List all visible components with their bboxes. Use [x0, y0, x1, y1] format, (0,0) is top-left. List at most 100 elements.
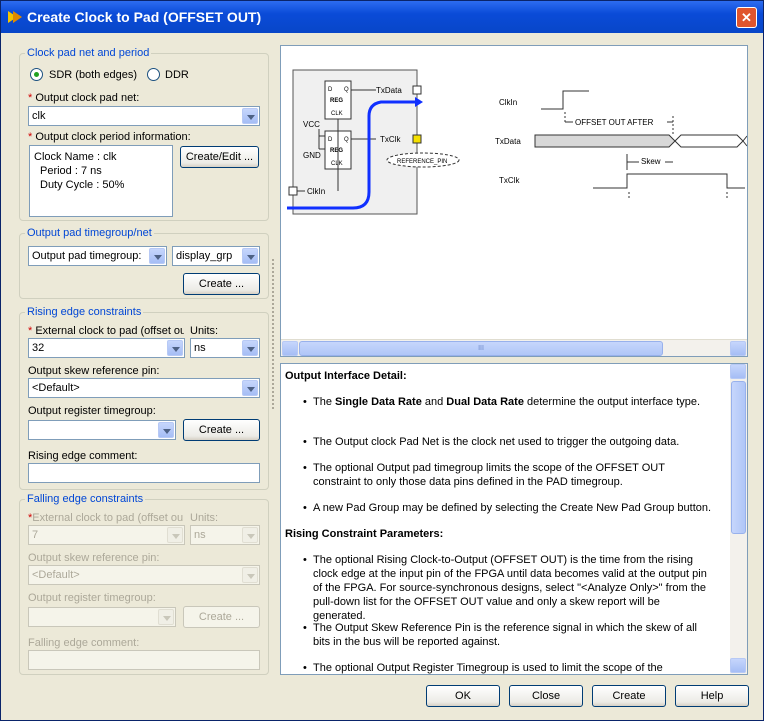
help-scroll-thumb[interactable]	[731, 381, 746, 534]
close-icon[interactable]: ✕	[736, 7, 757, 28]
rising-reg-label: Output register timegroup:	[28, 405, 156, 417]
reg2-clk: CLK	[331, 161, 343, 167]
reg1-d: D	[328, 87, 333, 93]
reg2-q: Q	[344, 137, 349, 143]
ddr-radio[interactable]	[147, 68, 160, 81]
chevron-down-icon[interactable]	[242, 108, 258, 124]
period-label-text: Output clock period information:	[35, 131, 191, 143]
create-edit-button[interactable]: Create/Edit ...	[180, 146, 259, 168]
chevron-down-icon[interactable]	[149, 248, 165, 264]
chevron-down-icon[interactable]	[242, 380, 258, 396]
reg2-label: REG	[330, 148, 343, 154]
reg1-clk: CLK	[331, 111, 343, 117]
window-title: Create Clock to Pad (OFFSET OUT)	[27, 9, 262, 25]
period-label: * Output clock period information:	[28, 131, 191, 143]
reg1-q: Q	[344, 87, 349, 93]
falling-reg-label: Output register timegroup:	[28, 592, 156, 604]
close-button[interactable]: Close	[509, 685, 583, 707]
clock-pad-group: Clock pad net and period SDR (both edges…	[19, 47, 269, 221]
period-line: Clock Name : clk	[34, 151, 117, 163]
help-bullet: The Output clock Pad Net is the clock ne…	[303, 435, 713, 449]
pad-type-combo[interactable]: Output pad timegroup:	[28, 246, 167, 266]
diagram-scroll-thumb[interactable]: III	[299, 341, 663, 356]
help-heading-output: Output Interface Detail:	[285, 370, 407, 382]
txclk-pad	[412, 134, 422, 144]
scroll-left-icon[interactable]	[282, 341, 298, 356]
reference-pin-label: REFERENCE_PIN	[397, 159, 447, 165]
help-bullet: The optional Rising Clock-to-Output (OFF…	[303, 553, 713, 623]
help-bullet: The optional Output pad timegroup limits…	[303, 461, 713, 489]
falling-skew-value: <Default>	[32, 569, 80, 581]
rising-comment-input[interactable]	[28, 463, 260, 483]
falling-units-combo[interactable]: ns	[190, 525, 260, 545]
scroll-down-icon[interactable]	[730, 658, 746, 673]
help-bullet: The optional Output Register Timegroup i…	[303, 661, 713, 674]
rising-create-button[interactable]: Create ...	[183, 419, 260, 441]
help-bullet: The Output Skew Reference Pin is the ref…	[303, 621, 713, 649]
help-text: and	[421, 396, 447, 408]
rising-edge-group: Rising edge constraints * External clock…	[19, 306, 269, 490]
help-panel: Output Interface Detail: The Single Data…	[280, 363, 748, 675]
required-marker: *	[28, 512, 33, 524]
gnd-label: GND	[303, 151, 321, 160]
rising-units-combo[interactable]: ns	[190, 338, 260, 358]
wave-clkin-label: ClkIn	[499, 98, 517, 107]
net-label: * Output clock pad net:	[28, 92, 139, 104]
pad-group-combo[interactable]: display_grp	[172, 246, 260, 266]
clock-net-combo[interactable]: clk	[28, 106, 260, 126]
falling-comment-label: Falling edge comment:	[28, 637, 140, 649]
chevron-down-icon[interactable]	[242, 340, 258, 356]
reference-pin-marker	[386, 152, 460, 168]
help-text: determine the output interface type.	[523, 396, 701, 408]
required-marker: *	[28, 131, 36, 143]
rising-units-value: ns	[194, 342, 206, 354]
title-bar: Create Clock to Pad (OFFSET OUT) ✕	[1, 1, 763, 33]
chevron-down-icon[interactable]	[158, 422, 174, 438]
help-text: The	[313, 396, 336, 408]
period-line: Duty Cycle : 50%	[40, 179, 125, 191]
pad-create-button[interactable]: Create ...	[183, 273, 260, 295]
chevron-down-icon[interactable]	[167, 527, 183, 543]
chevron-down-icon[interactable]	[242, 527, 258, 543]
splitter-handle[interactable]	[272, 259, 274, 409]
txdata-pad	[412, 85, 422, 95]
falling-skew-combo[interactable]: <Default>	[28, 565, 260, 585]
help-bullet: The Single Data Rate and Dual Data Rate …	[303, 395, 713, 409]
rising-reg-combo[interactable]	[28, 420, 176, 440]
chevron-down-icon[interactable]	[242, 248, 258, 264]
rising-comment-label: Rising edge comment:	[28, 450, 138, 462]
falling-reg-combo[interactable]	[28, 607, 176, 627]
clkin-pad	[288, 186, 298, 196]
chevron-down-icon[interactable]	[242, 567, 258, 583]
rising-ext-label: * External clock to pad (offset ou	[28, 325, 184, 337]
help-vscrollbar[interactable]	[730, 364, 747, 674]
thumb-grip: III	[478, 345, 484, 352]
diagram-hscrollbar[interactable]: III	[281, 339, 747, 356]
falling-comment-input[interactable]	[28, 650, 260, 670]
rising-skew-combo[interactable]: <Default>	[28, 378, 260, 398]
rising-units-label: Units:	[190, 325, 219, 337]
falling-group-title: Falling edge constraints	[25, 493, 146, 505]
reg2-d: D	[328, 137, 333, 143]
chevron-down-icon[interactable]	[158, 609, 174, 625]
period-info-box: Clock Name : clk Period : 7 ns Duty Cycl…	[29, 145, 173, 217]
help-button[interactable]: Help	[675, 685, 749, 707]
sdr-label: SDR (both edges)	[49, 69, 138, 81]
falling-offset-combo[interactable]: 7	[28, 525, 185, 545]
rising-offset-combo[interactable]: 32	[28, 338, 185, 358]
falling-create-button[interactable]: Create ...	[183, 606, 260, 628]
falling-ext-label: *External clock to pad (offset ou	[28, 512, 184, 524]
required-marker: *	[28, 92, 36, 104]
rising-offset-value: 32	[32, 342, 45, 354]
chevron-down-icon[interactable]	[167, 340, 183, 356]
falling-edge-group: Falling edge constraints *External clock…	[19, 493, 269, 675]
scroll-up-icon[interactable]	[730, 364, 746, 379]
sdr-radio[interactable]	[30, 68, 43, 81]
txdata-pin-label: TxData	[376, 86, 402, 95]
help-heading-rising: Rising Constraint Parameters:	[285, 528, 444, 540]
scroll-right-icon[interactable]	[730, 341, 746, 356]
pad-group-value: display_grp	[176, 250, 233, 262]
ok-button[interactable]: OK	[426, 685, 500, 707]
create-button[interactable]: Create	[592, 685, 666, 707]
diagram-panel: D Q REG CLK D Q REG CLK TxData TxClk VCC…	[280, 45, 748, 357]
